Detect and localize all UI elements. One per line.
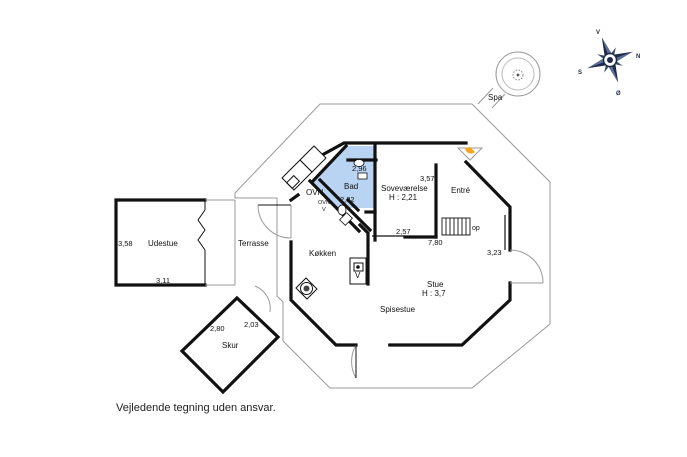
dim-bad-depth: 2,32 [340, 195, 355, 204]
dim-skur-b: 2,03 [244, 320, 259, 329]
entry-marker [456, 147, 484, 161]
stue-height: H : 3,7 [422, 289, 446, 298]
spa-area: Spa [477, 51, 541, 109]
dim-bedroom-length: 2,57 [396, 227, 411, 236]
sovevaerelse-label: Soveværelse [381, 184, 428, 193]
disclaimer-caption: Vejledende tegning uden ansvar. [116, 402, 276, 414]
dim-bad-width: 2,96 [352, 164, 367, 173]
house-walls [288, 141, 512, 347]
bad-label: Bad [344, 182, 358, 191]
compass-rose: V N S Ø [578, 30, 640, 97]
terrace-door [257, 204, 292, 239]
spa-label: Spa [488, 93, 503, 102]
dim-hall-width: 7,80 [428, 238, 443, 247]
compass-v: V [596, 30, 600, 36]
lower-door [351, 344, 357, 379]
v-small-label: V [322, 207, 326, 213]
window-walls [372, 215, 506, 346]
terrace-outline [234, 103, 551, 389]
dim-entre-depth: 3,23 [487, 248, 502, 257]
ovn-label: OVN [306, 188, 324, 197]
entry-door [509, 249, 544, 284]
skur-label: Skur [222, 341, 239, 350]
kitchen-counter [281, 145, 367, 285]
dim-udestue-height: 3,58 [118, 239, 133, 248]
kokken-label: Køkken [309, 249, 336, 258]
entre-label: Entré [451, 186, 471, 195]
spisestue-label: Spisestue [380, 305, 416, 314]
compass-n: N [636, 54, 640, 60]
op-label: op [472, 225, 480, 232]
stue-label: Stue [427, 280, 444, 289]
compass-o: Ø [616, 91, 621, 97]
skur [179, 285, 281, 395]
bathroom-fixtures [337, 159, 368, 226]
v-appliance-label: V [355, 271, 361, 280]
terrasse-label: Terrasse [238, 239, 269, 248]
dim-udestue-width: 3,11 [156, 276, 170, 285]
sovevaerelse-height: H : 2,21 [389, 193, 418, 202]
dim-bedroom-width: 3,57 [420, 174, 435, 183]
dim-skur-a: 2,80 [210, 324, 225, 333]
stove [295, 277, 318, 300]
udestue-label: Udestue [148, 239, 178, 248]
compass-s: S [578, 70, 582, 76]
stairs [441, 217, 471, 236]
udestue [114, 198, 236, 287]
ovn-small-label: OVN [318, 200, 330, 206]
